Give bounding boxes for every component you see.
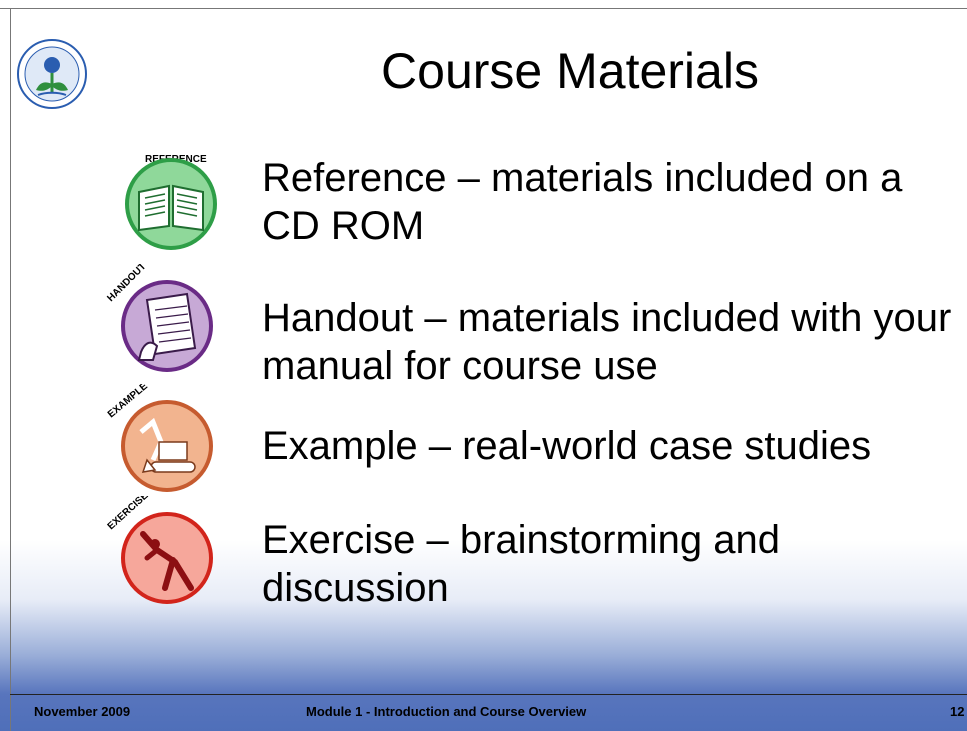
list-item-text: Exercise – brainstorming and discussion [262,518,781,610]
book-icon: REFERENCE [125,154,217,250]
footer-divider [10,694,967,695]
excavator-icon: EXAMPLE [106,384,213,492]
slide-border-left [10,8,11,731]
list-item-text: Example – real-world case studies [262,424,872,468]
footer-module: Module 1 - Introduction and Course Overv… [306,704,587,719]
stretching-person-icon: EXERCISE [106,496,213,604]
slide-title: Course Materials [381,43,759,99]
epa-seal-logo [17,39,87,109]
paper-in-hand-icon: HANDOUT [105,264,213,372]
footer-date: November 2009 [34,704,131,719]
list-item-text: Reference – materials included on a CD R… [262,156,903,248]
slide-border-top [0,8,967,9]
footer-page-number: 12 [950,704,965,719]
list-item-text: Handout – materials included with your m… [262,296,952,388]
